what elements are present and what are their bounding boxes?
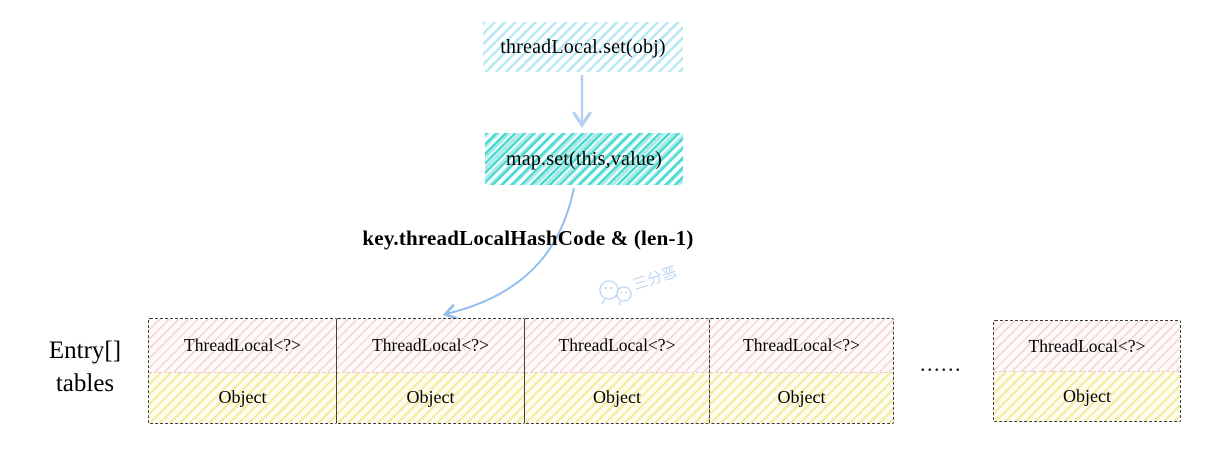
step1-label: threadLocal.set(obj)	[500, 35, 666, 58]
entry-key: ThreadLocal<?>	[525, 319, 709, 373]
entry-value: Object	[149, 372, 336, 423]
watermark-bubble-tail2	[618, 300, 621, 306]
entry-cell-3: ThreadLocal<?> Object	[709, 318, 894, 424]
array-label: Entry[] tables	[18, 335, 152, 400]
ellipsis-label: ......	[920, 351, 962, 376]
watermark-bubble-small	[616, 286, 632, 302]
entry-key: ThreadLocal<?>	[710, 319, 893, 373]
watermark-bubble-tail	[601, 298, 606, 305]
watermark-bubble-large	[599, 280, 619, 300]
array-label-line1: Entry[]	[48, 337, 122, 364]
step2-label: map.set(this,value)	[506, 147, 662, 170]
entry-cell-1: ThreadLocal<?> Object	[336, 318, 525, 424]
entry-value: Object	[994, 372, 1180, 421]
arrow-hash-to-slot	[442, 187, 575, 320]
entry-cell-0: ThreadLocal<?> Object	[148, 318, 337, 424]
step2-box: map.set(this,value)	[485, 133, 683, 185]
entry-value: Object	[525, 372, 709, 423]
watermark-text: 三分恶	[631, 263, 679, 294]
entry-value: Object	[710, 372, 893, 423]
entry-key: ThreadLocal<?>	[337, 319, 524, 373]
step1-box: threadLocal.set(obj)	[483, 22, 683, 72]
entry-key: ThreadLocal<?>	[149, 319, 336, 373]
entry-value: Object	[337, 372, 524, 423]
hash-formula-label: key.threadLocalHashCode & (len-1)	[362, 226, 694, 250]
entry-cell-2: ThreadLocal<?> Object	[524, 318, 710, 424]
entry-key: ThreadLocal<?>	[994, 321, 1180, 373]
watermark-logo	[599, 280, 632, 306]
array-label-line2: tables	[55, 369, 115, 397]
entry-cell-4: ThreadLocal<?> Object	[993, 320, 1181, 422]
